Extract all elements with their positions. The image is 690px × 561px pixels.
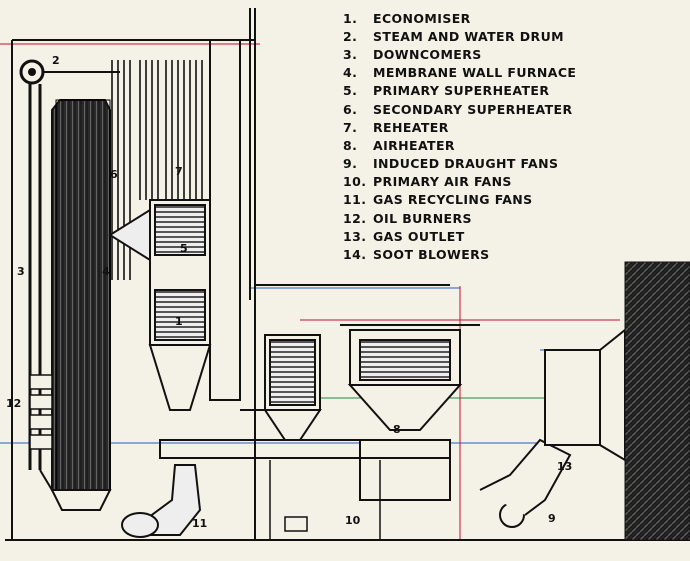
callout-8: 8 [393,423,401,436]
callout-9: 9 [548,512,556,525]
gas-recycling-fan [121,464,202,538]
rear-pass [148,39,241,411]
legend-number: 13. [343,228,367,244]
membrane-wall-furnace [51,99,111,491]
legend-item: 13. GAS OUTLET [343,227,683,245]
air-heater [347,329,463,501]
superheater-banks [111,60,203,280]
legend-label: DOWNCOMERS [373,46,482,62]
callouts: 1 2 3 4 5 6 7 8 9 10 11 12 13 [6,54,572,530]
legend-number: 4. [343,65,358,81]
chimney [624,261,690,541]
callout-10: 10 [345,514,361,527]
legend-label: SECONDARY SUPERHEATER [373,101,573,117]
legend-label: REHEATER [373,119,449,135]
legend-number: 9. [343,156,358,172]
legend-label: STEAM AND WATER DRUM [373,28,564,44]
legend-number: 3. [343,46,358,62]
legend-label: GAS OUTLET [373,228,465,244]
legend-number: 8. [343,137,358,153]
legend-number: 1. [343,10,358,26]
legend-label: ECONOMISER [373,10,471,26]
legend-item: 5. PRIMARY SUPERHEATER [343,82,683,100]
callout-13: 13 [557,460,572,473]
legend-label: AIRHEATER [373,137,455,153]
oil-burners [29,374,53,450]
component-legend: 1. ECONOMISER 2. STEAM AND WATER DRUM 3. DO… [343,9,683,264]
legend-number: 10. [343,174,367,190]
legend-number: 14. [343,247,367,263]
legend-item: 4. MEMBRANE WALL FURNACE [343,64,683,82]
callout-5: 5 [180,242,188,255]
callout-4: 4 [102,265,110,278]
legend-number: 11. [343,192,367,208]
legend-number: 7. [343,119,358,135]
legend-item: 7. REHEATER [343,118,683,136]
furnace-bottom [39,469,112,511]
legend-label: MEMBRANE WALL FURNACE [373,65,577,81]
callout-12: 12 [6,397,21,410]
legend-item: 12. OIL BURNERS [343,209,683,227]
legend-item: 10. PRIMARY AIR FANS [343,173,683,191]
legend-item: 8. AIRHEATER [343,136,683,154]
legend-number: 2. [343,28,358,44]
precipitator [240,334,322,441]
downcomers [28,84,42,470]
callout-6: 6 [110,168,118,181]
legend-number: 5. [343,83,358,99]
legend-item: 2. STEAM AND WATER DRUM [343,27,683,45]
legend-label: PRIMARY AIR FANS [373,174,512,190]
steam-drum [19,59,120,85]
legend-label: PRIMARY SUPERHEATER [373,83,550,99]
legend-item: 1. ECONOMISER [343,9,683,27]
callout-2: 2 [52,54,60,67]
legend-label: GAS RECYCLING FANS [373,192,533,208]
ductwork [159,284,480,459]
legend-item: 6. SECONDARY SUPERHEATER [343,100,683,118]
legend-label: OIL BURNERS [373,210,472,226]
legend-number: 12. [343,210,367,226]
legend-label: SOOT BLOWERS [373,247,490,263]
legend-label: INDUCED DRAUGHT FANS [373,156,559,172]
id-fan-and-outlet [479,327,626,528]
primary-air-fan [269,460,381,540]
callout-11: 11 [192,517,207,530]
legend-item: 14. SOOT BLOWERS [343,245,683,263]
callout-7: 7 [175,165,183,178]
callout-1: 1 [175,315,183,328]
legend-item: 11. GAS RECYCLING FANS [343,191,683,209]
legend-number: 6. [343,101,358,117]
legend-item: 9. INDUCED DRAUGHT FANS [343,155,683,173]
legend-item: 3. DOWNCOMERS [343,45,683,63]
callout-3: 3 [17,265,25,278]
